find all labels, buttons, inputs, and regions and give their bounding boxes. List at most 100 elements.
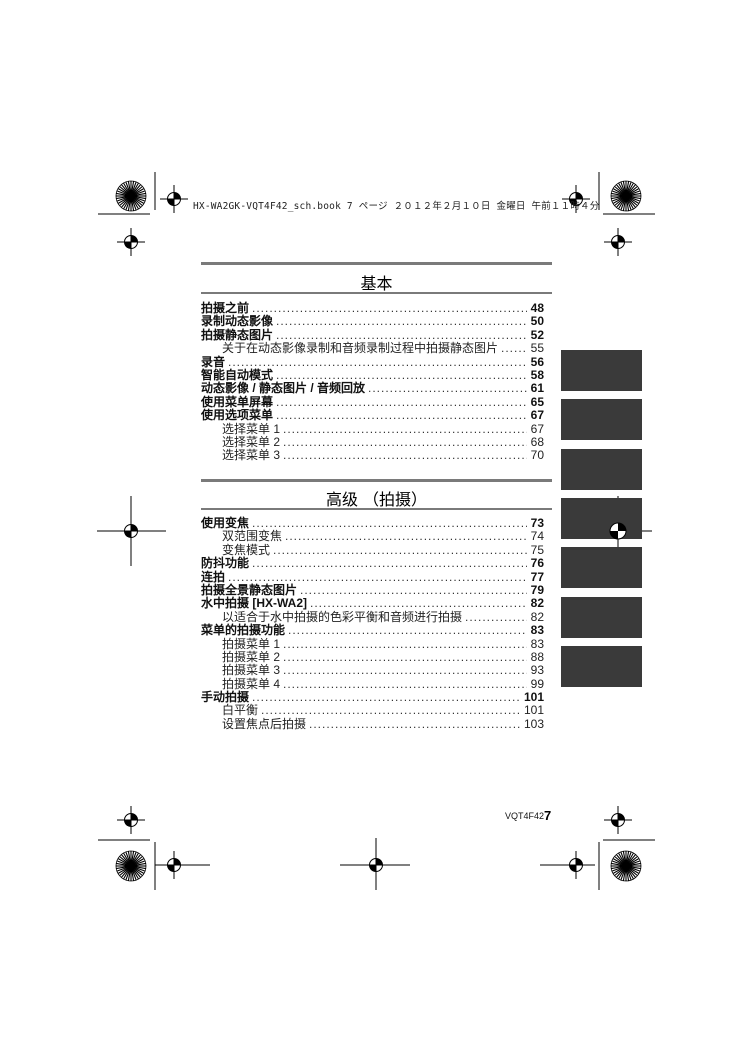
dot-leader bbox=[261, 704, 521, 717]
toc-page-number: 83 bbox=[530, 636, 544, 651]
toc-entry[interactable]: 拍摄全景静态图片 79 bbox=[201, 582, 544, 597]
toc-subentry[interactable]: 选择菜单 2 68 bbox=[201, 434, 544, 449]
radial-starburst-icon bbox=[115, 180, 147, 212]
toc-entry-label: 拍摄菜单 2 bbox=[222, 649, 281, 664]
radial-starburst-icon bbox=[610, 180, 642, 212]
toc-subentry[interactable]: 拍摄菜单 1 83 bbox=[201, 636, 544, 651]
crop-mark-icon bbox=[98, 839, 210, 890]
toc-entry-label: 水中拍摄 [HX-WA2] bbox=[201, 596, 307, 611]
registration-crosshair-icon bbox=[116, 227, 146, 257]
toc-subentry[interactable]: 白平衡 101 bbox=[201, 703, 544, 718]
toc-entry[interactable]: 连拍77 bbox=[201, 569, 544, 584]
dot-leader bbox=[228, 356, 527, 369]
dot-leader bbox=[283, 638, 527, 651]
dot-leader bbox=[288, 624, 527, 637]
toc-page-number: 58 bbox=[530, 367, 544, 382]
toc-entry-label: 拍摄之前 bbox=[201, 301, 250, 315]
toc-entry[interactable]: 使用变焦73 bbox=[201, 516, 544, 530]
toc-entry[interactable]: 使用菜单屏幕65 bbox=[201, 394, 544, 409]
toc-entry-label: 设置焦点后拍摄 bbox=[222, 716, 307, 731]
toc-page-number: 68 bbox=[530, 434, 544, 449]
page-number: 7 bbox=[544, 808, 552, 823]
chapter-tab[interactable] bbox=[561, 449, 642, 490]
toc-page-number: 83 bbox=[530, 623, 544, 638]
toc-entry-label: 选择菜单 3 bbox=[222, 448, 281, 463]
toc-page-number: 82 bbox=[530, 609, 544, 624]
toc-page-number: 61 bbox=[530, 381, 544, 396]
toc-subentry[interactable]: 以适合于水中拍摄的色彩平衡和音频进行拍摄 82 bbox=[201, 609, 544, 624]
toc-page-number: 101 bbox=[523, 703, 544, 718]
dot-leader bbox=[283, 651, 527, 664]
toc-list-basic: 拍摄之前 48录制动态影像50拍摄静态图片52关于在动态影像录制和音频录制过程中拍… bbox=[201, 301, 544, 463]
toc-entry[interactable]: 防抖功能76 bbox=[201, 556, 544, 570]
toc-page-number: 101 bbox=[523, 690, 544, 705]
toc-subentry[interactable]: 拍摄菜单 499 bbox=[201, 676, 544, 691]
radial-starburst-icon bbox=[610, 850, 642, 882]
crop-mark-icon bbox=[98, 172, 156, 215]
toc-subentry[interactable]: 选择菜单 370 bbox=[201, 448, 544, 463]
toc-page-number: 50 bbox=[530, 314, 544, 329]
toc-entry[interactable]: 使用选项菜单 67 bbox=[201, 408, 544, 423]
toc-subentry[interactable]: 拍摄菜单 288 bbox=[201, 649, 544, 664]
toc-subentry[interactable]: 变焦模式75 bbox=[201, 542, 544, 557]
toc-entry-label: 录音 bbox=[201, 354, 226, 369]
toc-page-number: 52 bbox=[530, 327, 544, 342]
toc-entry-label: 选择菜单 2 bbox=[222, 434, 281, 449]
toc-entry-label: 拍摄菜单 4 bbox=[222, 676, 281, 691]
toc-entry-label: 白平衡 bbox=[222, 703, 259, 718]
toc-entry[interactable]: 录音 56 bbox=[201, 354, 544, 369]
toc-entry-label: 拍摄全景静态图片 bbox=[201, 582, 298, 597]
section-divider bbox=[201, 508, 552, 510]
section-title-advanced: 高级 （拍摄） bbox=[325, 490, 428, 509]
dot-leader bbox=[283, 449, 527, 462]
toc-page-number: 74 bbox=[530, 529, 544, 544]
chapter-tab[interactable] bbox=[561, 399, 642, 440]
toc-entry[interactable]: 智能自动模式 58 bbox=[201, 367, 544, 382]
chapter-tab[interactable] bbox=[561, 597, 642, 638]
toc-entry[interactable]: 手动拍摄101 bbox=[201, 690, 544, 705]
chapter-tab[interactable] bbox=[561, 498, 642, 539]
toc-subentry[interactable]: 拍摄菜单 393 bbox=[201, 663, 544, 678]
chapter-tab[interactable] bbox=[561, 646, 642, 687]
toc-entry-label: 使用变焦 bbox=[201, 516, 250, 530]
crop-mark-icon bbox=[340, 838, 410, 890]
dot-leader bbox=[465, 611, 527, 624]
registration-crosshair-icon bbox=[603, 805, 633, 835]
toc-entry[interactable]: 菜单的拍摄功能83 bbox=[201, 623, 544, 638]
toc-entry-label: 使用选项菜单 bbox=[201, 408, 274, 423]
dot-leader bbox=[310, 597, 527, 610]
toc-entry[interactable]: 拍摄静态图片52 bbox=[201, 327, 544, 342]
toc-subentry[interactable]: 设置焦点后拍摄103 bbox=[201, 716, 544, 731]
toc-page-number: 77 bbox=[530, 569, 544, 584]
section-top-bar bbox=[201, 262, 552, 265]
toc-subentry[interactable]: 双范围变焦74 bbox=[201, 529, 544, 544]
toc-entry-label: 关于在动态影像录制和音频录制过程中拍摄静态图片 bbox=[222, 341, 499, 356]
toc-entry[interactable]: 水中拍摄 [HX-WA2] 82 bbox=[201, 596, 544, 611]
toc-entry[interactable]: 录制动态影像50 bbox=[201, 314, 544, 329]
dot-leader bbox=[276, 396, 527, 409]
toc-entry-label: 动态影像 / 静态图片 / 音频回放 bbox=[201, 381, 366, 396]
section-top-bar bbox=[201, 479, 552, 482]
toc-list-advanced: 使用变焦73双范围变焦74变焦模式75防抖功能76连拍77拍摄全景静态图片79水… bbox=[201, 516, 544, 731]
toc-page-number: 79 bbox=[530, 582, 544, 597]
toc-page-number: 93 bbox=[530, 663, 544, 678]
toc-entry[interactable]: 动态影像 / 静态图片 / 音频回放 61 bbox=[201, 381, 544, 396]
registration-crosshair-icon bbox=[603, 227, 633, 257]
toc-subentry[interactable]: 关于在动态影像录制和音频录制过程中拍摄静态图片55 bbox=[201, 341, 544, 356]
toc-page-number: 56 bbox=[530, 354, 544, 369]
toc-page-number: 67 bbox=[530, 408, 544, 423]
toc-entry-label: 变焦模式 bbox=[222, 542, 271, 557]
toc-entry-label: 智能自动模式 bbox=[201, 367, 274, 382]
toc-page-number: 65 bbox=[530, 394, 544, 409]
toc-page-number: 82 bbox=[530, 596, 544, 611]
crop-mark-icon bbox=[598, 172, 655, 215]
chapter-tab[interactable] bbox=[561, 547, 642, 588]
crop-mark-icon bbox=[540, 839, 655, 890]
dot-leader bbox=[283, 678, 527, 691]
toc-entry-label: 以适合于水中拍摄的色彩平衡和音频进行拍摄 bbox=[222, 609, 463, 624]
toc-entry[interactable]: 拍摄之前 48 bbox=[201, 301, 544, 315]
toc-entry-label: 拍摄菜单 1 bbox=[222, 636, 281, 651]
toc-page-number: 48 bbox=[530, 301, 544, 315]
chapter-tab[interactable] bbox=[561, 350, 642, 391]
toc-subentry[interactable]: 选择菜单 167 bbox=[201, 422, 544, 436]
